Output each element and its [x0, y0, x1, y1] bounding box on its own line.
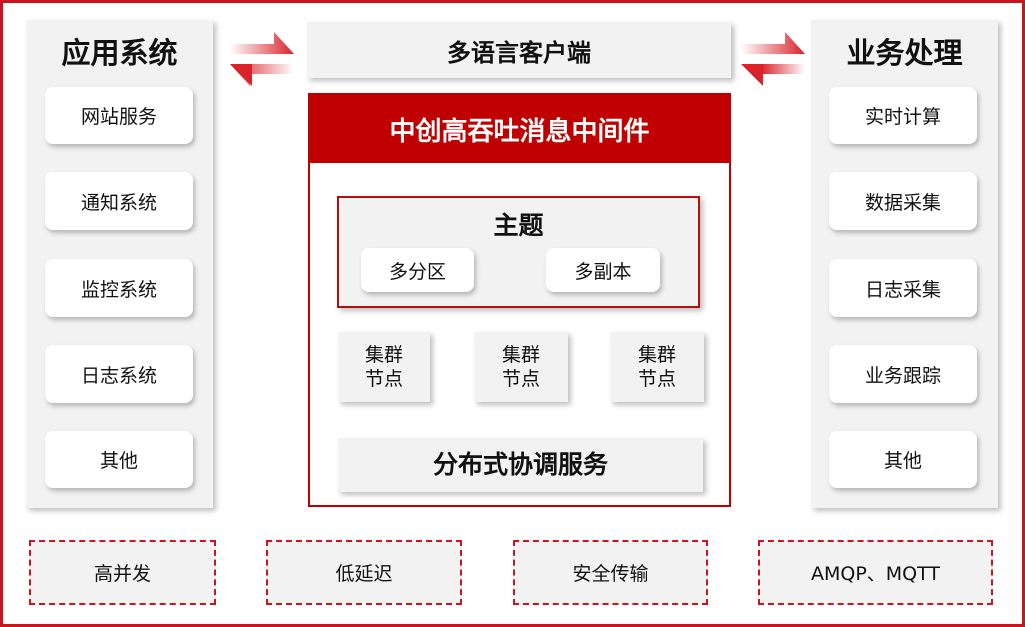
application-systems-panel: 应用系统 网站服务 通知系统 监控系统 日志系统 其他	[26, 20, 213, 508]
cluster-node: 集群 节点	[474, 332, 568, 402]
app-item: 其他	[45, 431, 193, 488]
business-item: 业务跟踪	[829, 345, 977, 403]
feature-high-concurrency: 高并发	[29, 540, 216, 605]
app-item: 日志系统	[45, 345, 193, 403]
distributed-coordination-service: 分布式协调服务	[338, 438, 703, 492]
business-item: 数据采集	[829, 172, 977, 230]
panel-title: 业务处理	[846, 36, 963, 70]
feature-secure-transmission: 安全传输	[513, 540, 708, 605]
topic-title: 主题	[493, 211, 544, 240]
bidirectional-arrow-icon	[741, 32, 805, 86]
app-item: 网站服务	[45, 87, 193, 144]
app-item: 监控系统	[45, 259, 193, 317]
business-item: 其他	[829, 431, 977, 488]
panel-title: 应用系统	[61, 36, 178, 70]
middleware-title: 中创高吞吐消息中间件	[310, 95, 729, 163]
multi-partition-item: 多分区	[361, 248, 474, 292]
feature-low-latency: 低延迟	[266, 540, 462, 605]
bidirectional-arrow-icon	[230, 32, 294, 86]
multilingual-client-bar: 多语言客户端	[307, 22, 731, 78]
feature-protocols: AMQP、MQTT	[758, 540, 993, 605]
cluster-node: 集群 节点	[338, 332, 430, 402]
topic-box: 主题 多分区 多副本	[337, 196, 700, 308]
app-item: 通知系统	[45, 172, 193, 230]
cluster-node: 集群 节点	[610, 332, 704, 402]
business-item: 实时计算	[829, 87, 977, 144]
multi-replica-item: 多副本	[546, 248, 660, 292]
business-processing-panel: 业务处理 实时计算 数据采集 日志采集 业务跟踪 其他	[811, 20, 998, 508]
business-item: 日志采集	[829, 259, 977, 317]
